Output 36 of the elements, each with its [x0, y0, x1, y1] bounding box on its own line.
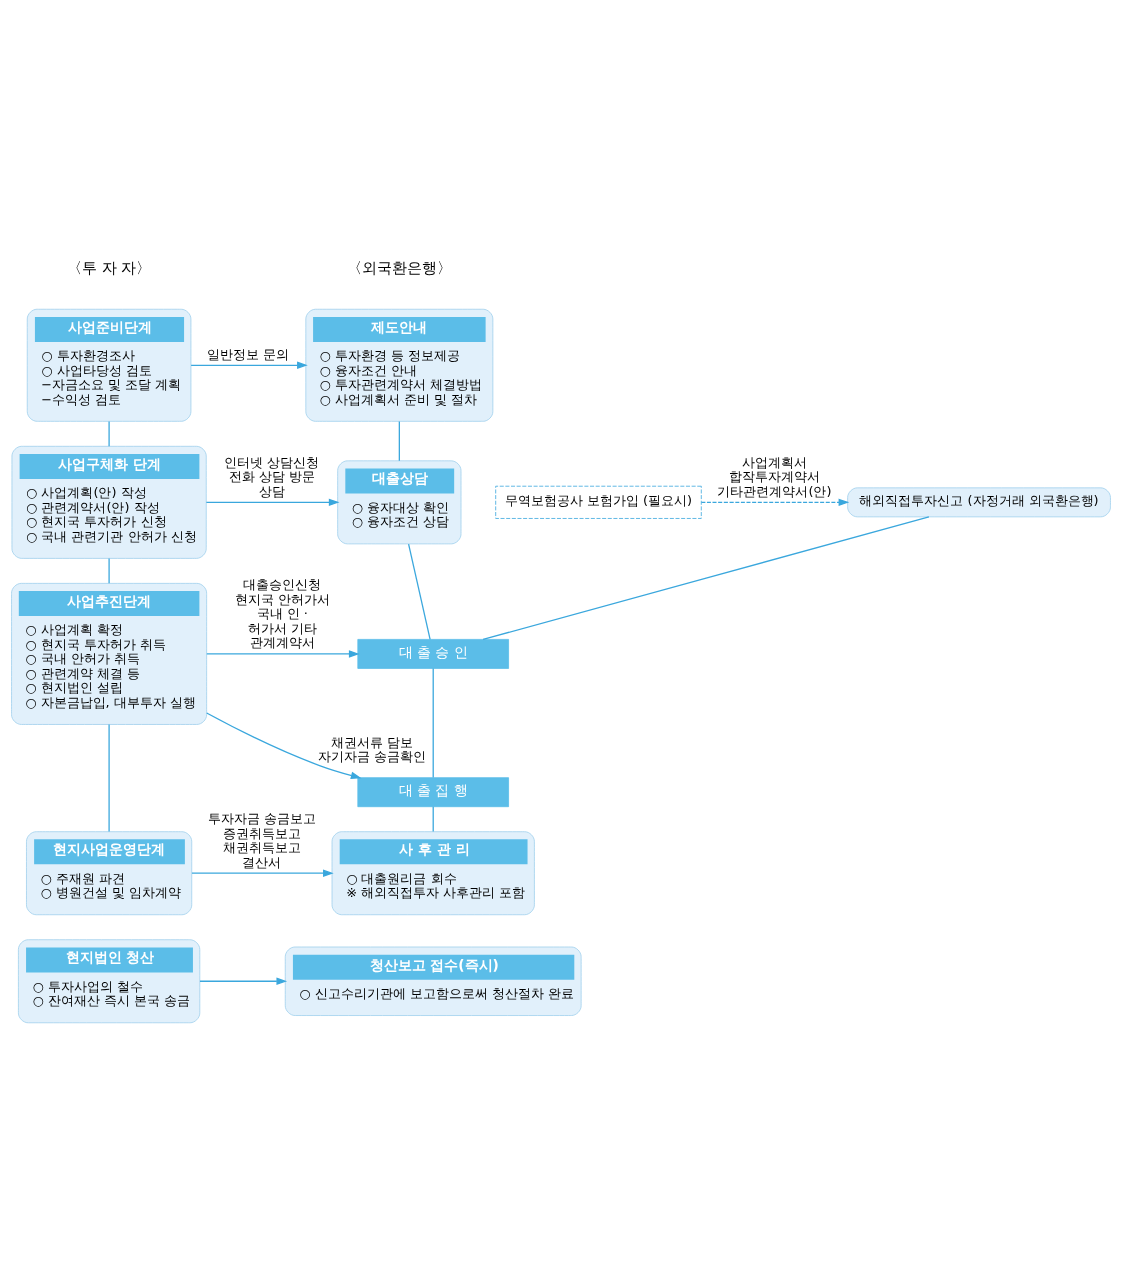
- node-box: 제도안내 ○ 투자환경 등 정보제공 ○ 융자조건 안내 ○ 투자관련계약서 체결방법 ○ 사업계획서 준비 및 절차: [305, 308, 494, 422]
- node-box: 대출상담 ○ 융자대상 확인 ○ 융자조건 상담: [337, 459, 462, 544]
- arrow: [206, 649, 360, 658]
- connector: [432, 805, 434, 832]
- arrow: [199, 977, 288, 985]
- connector: [407, 543, 431, 640]
- edge-label: 투자자금 송금보고 증권취득보고 채권취득보고 결산서: [207, 810, 316, 870]
- edge-label: 사업계획서 합작투자계약서 기타관련계약서(안): [717, 454, 832, 499]
- node-box: 사업추진단계 ○ 사업계획 확정 ○ 현지국 투자허가 취득 ○ 국내 안허가 취득 ○ 관련계약 체결 등 ○ 현지법인 설립 ○ 자본금납입, 대부투자 실행: [11, 582, 208, 725]
- connector: [108, 420, 110, 447]
- node-box: 현지법인 청산 ○ 투자사업의 철수 ○ 잔여재산 즉시 본국 송금: [18, 938, 201, 1023]
- connector: [432, 667, 434, 778]
- node-box: 무역보험공사 보험가입 (필요시): [495, 485, 702, 519]
- label: 〈외국환은행〉: [346, 259, 452, 276]
- node-box: 사업준비단계 ○ 투자환경조사 ○ 사업타당성 검토 −자금소요 및 조달 계획 −수익성 검토: [26, 308, 192, 422]
- node-box: 현지사업운영단계 ○ 주재원 파견 ○ 병원건설 및 임차계약: [26, 830, 193, 915]
- node-box: 대 출 승 인: [357, 638, 509, 669]
- edge-label: 대출승인신청 현지국 안허가서 국내 인 · 허가서 기타 관계계약서: [234, 576, 330, 650]
- connector: [398, 420, 400, 461]
- edge-label: 채권서류 담보 자기자금 송금확인: [318, 734, 427, 764]
- arrow: [190, 361, 308, 369]
- node-box: 대 출 집 행: [357, 776, 509, 807]
- node-box: 사업구체화 단계 ○ 사업계획(안) 작성 ○ 관련계약서(안) 작성 ○ 현지국 투자허가 신청 ○ 국내 관련기관 안허가 신청: [11, 445, 207, 559]
- node-box: 사 후 관 리 ○ 대출원리금 회수 ※ 해외직접투자 사후관리 포함: [331, 830, 535, 915]
- arrow: [191, 868, 334, 877]
- arrow: [205, 498, 340, 506]
- node-box: 해외직접투자신고 (자정거래 외국환은행): [847, 486, 1111, 517]
- arrow: [206, 711, 362, 779]
- edge-label: 인터넷 상담신청 전화 상담 방문 상담: [224, 454, 320, 499]
- node-box: 청산보고 접수(즉시) ○ 신고수리기관에 보고함으로써 청산절차 완료: [284, 946, 582, 1016]
- label: 〈투 자 자〉: [66, 259, 152, 276]
- arrow: [700, 498, 850, 506]
- edge-label: 일반정보 문의: [207, 346, 290, 362]
- connector: [108, 723, 110, 832]
- connector: [108, 557, 110, 584]
- connector: [482, 515, 930, 640]
